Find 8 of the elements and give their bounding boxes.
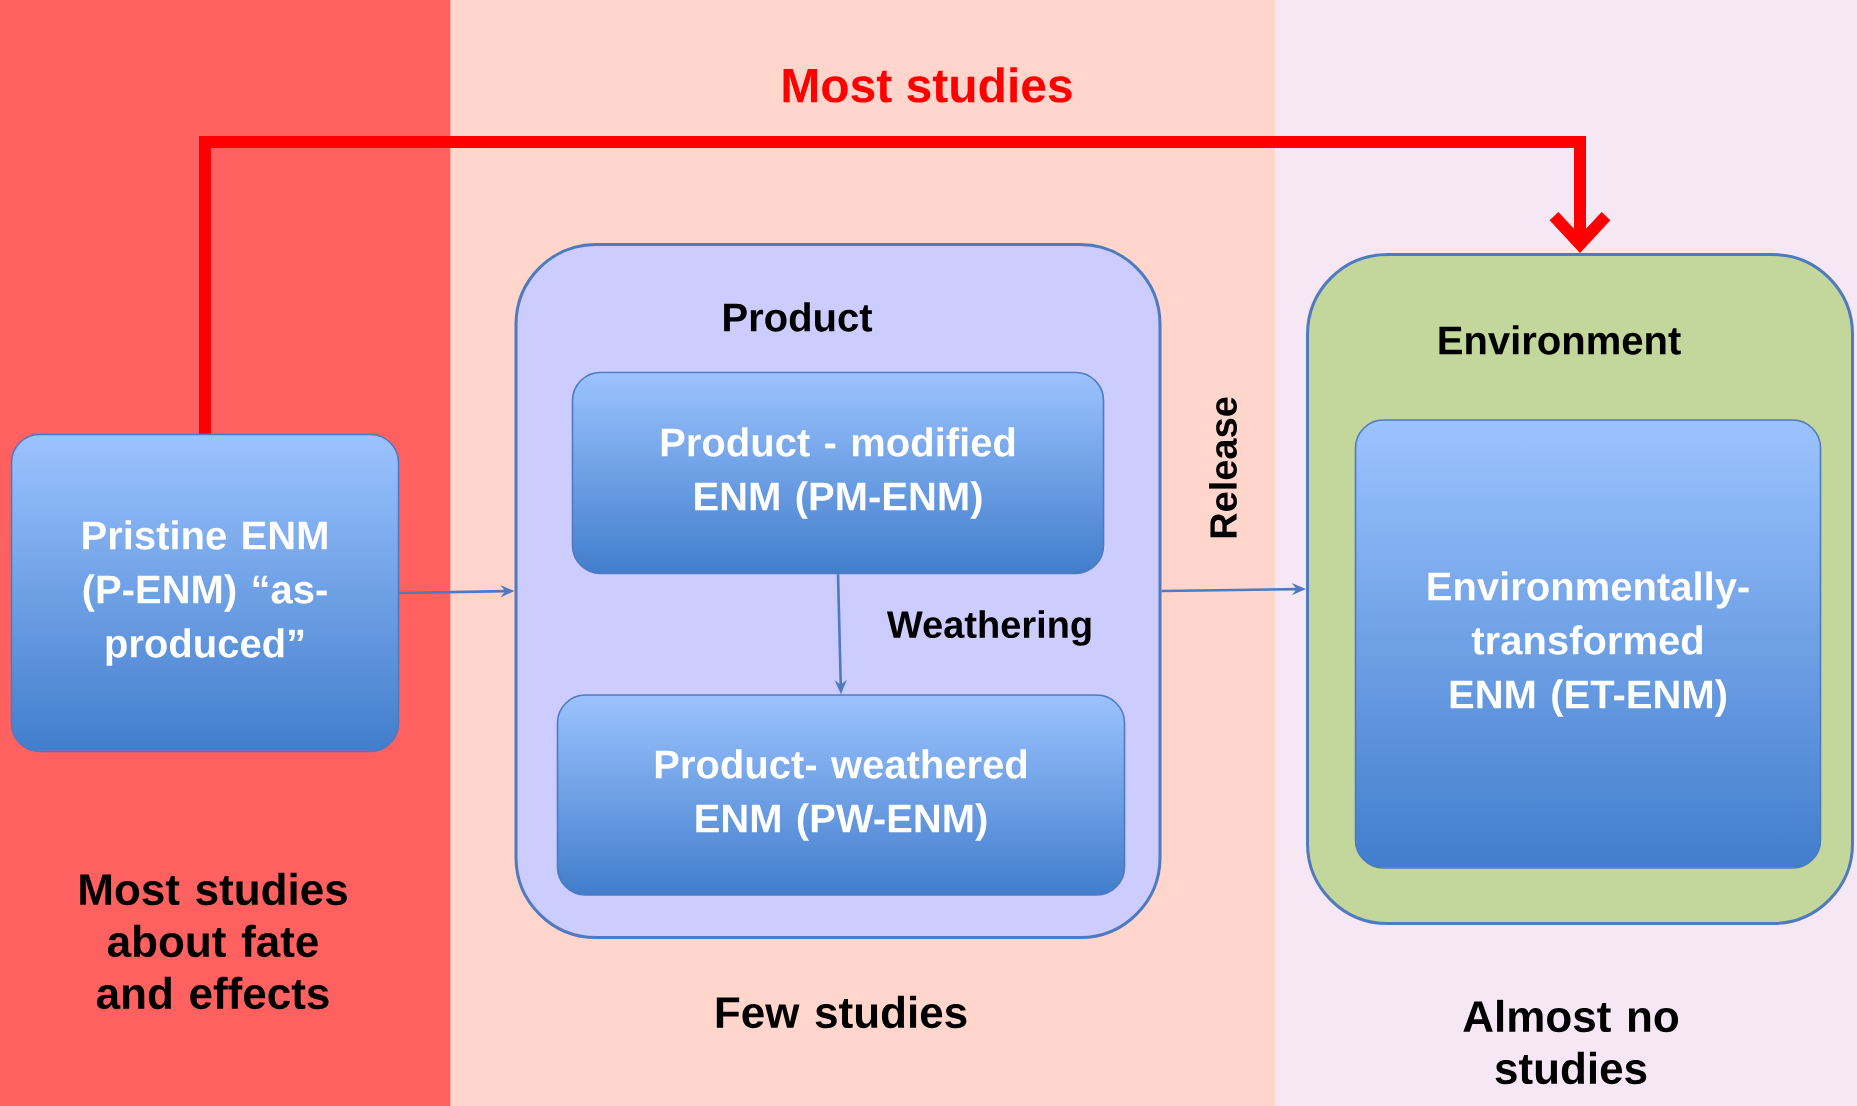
process-box: Product - modified ENM (PM-ENM) [571, 371, 1105, 575]
process-box: Product- weathered ENM (PW-ENM) [556, 694, 1126, 896]
edge-label: Most studies [783, 67, 1072, 103]
edge-label: Weathering [886, 610, 1091, 646]
arrow [199, 136, 1611, 434]
edge-label: Release [1209, 397, 1237, 538]
process-box: Environmentally-transformed ENM (ET-ENM) [1354, 419, 1822, 869]
process-box: Pristine ENM (P-ENM) “as-produced” [10, 433, 400, 753]
